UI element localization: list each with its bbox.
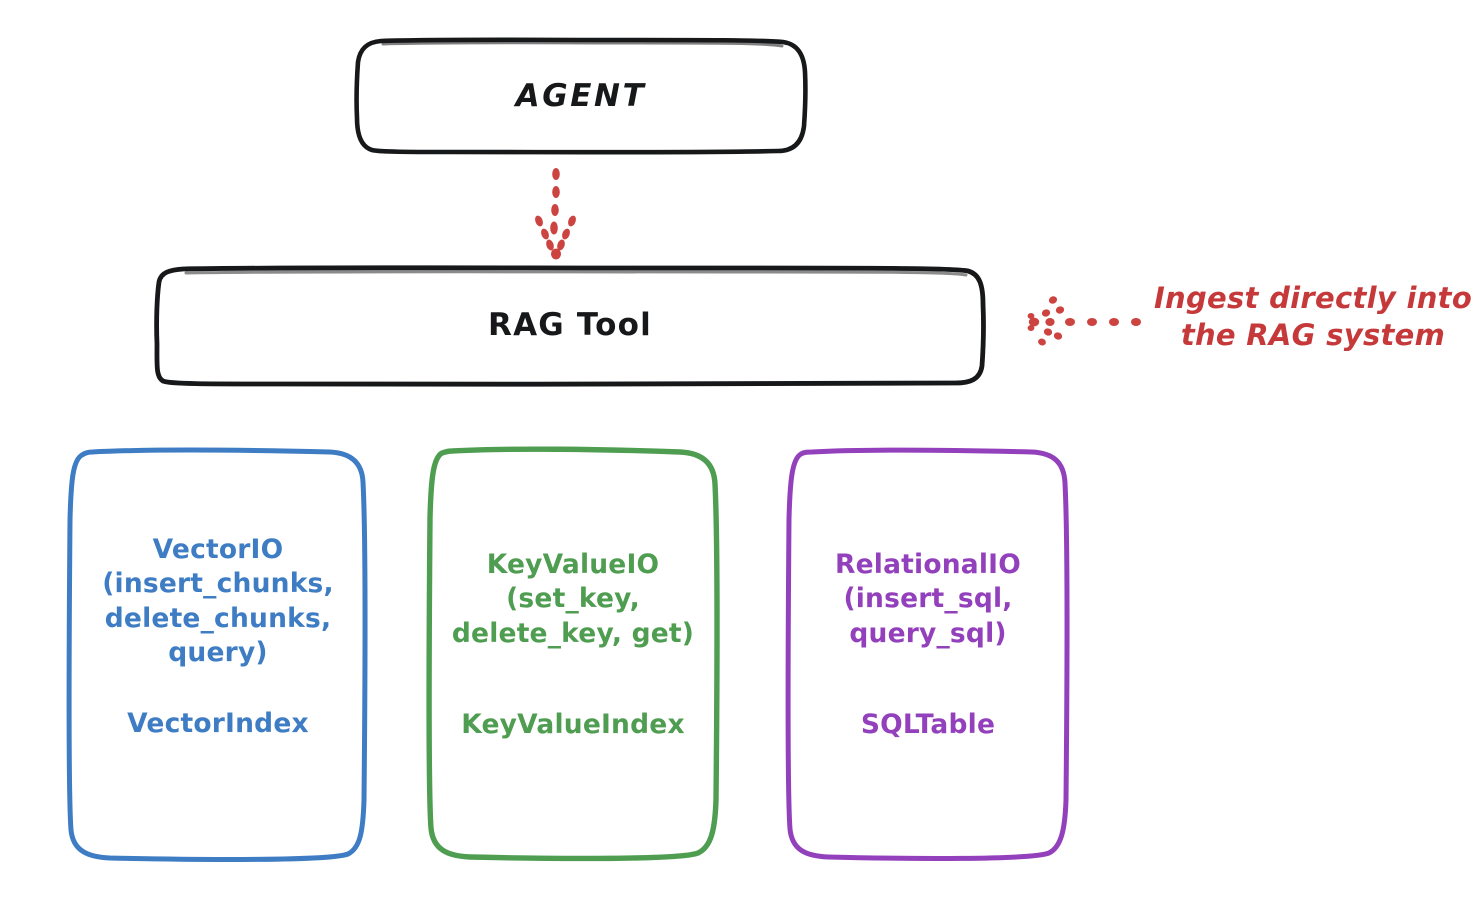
- key-value-io-index-label: KeyValueIndex: [461, 709, 685, 740]
- rag-tool-box-label: RAG Tool: [488, 307, 652, 344]
- ingest-annotation-label: Ingest directly into the RAG system: [1153, 281, 1473, 353]
- vector-io-index-label: VectorIndex: [127, 708, 309, 739]
- key-value-io-api-label: KeyValueIO (set_key, delete_key, get): [451, 549, 695, 649]
- key-value-io-box[interactable]: [426, 446, 720, 862]
- vector-io-api-label: VectorIO (insert_chunks, delete_chunks, …: [102, 534, 334, 669]
- relational-io-index-label: SQLTable: [860, 709, 996, 740]
- ingest-arrow: [1027, 296, 1141, 346]
- relational-io-box[interactable]: [785, 447, 1070, 861]
- agent-box-label: AGENT: [515, 77, 647, 114]
- agent-to-rag-arrow: [535, 168, 576, 260]
- relational-io-api-label: RelationalIO (insert_sql, query_sql): [835, 549, 1021, 649]
